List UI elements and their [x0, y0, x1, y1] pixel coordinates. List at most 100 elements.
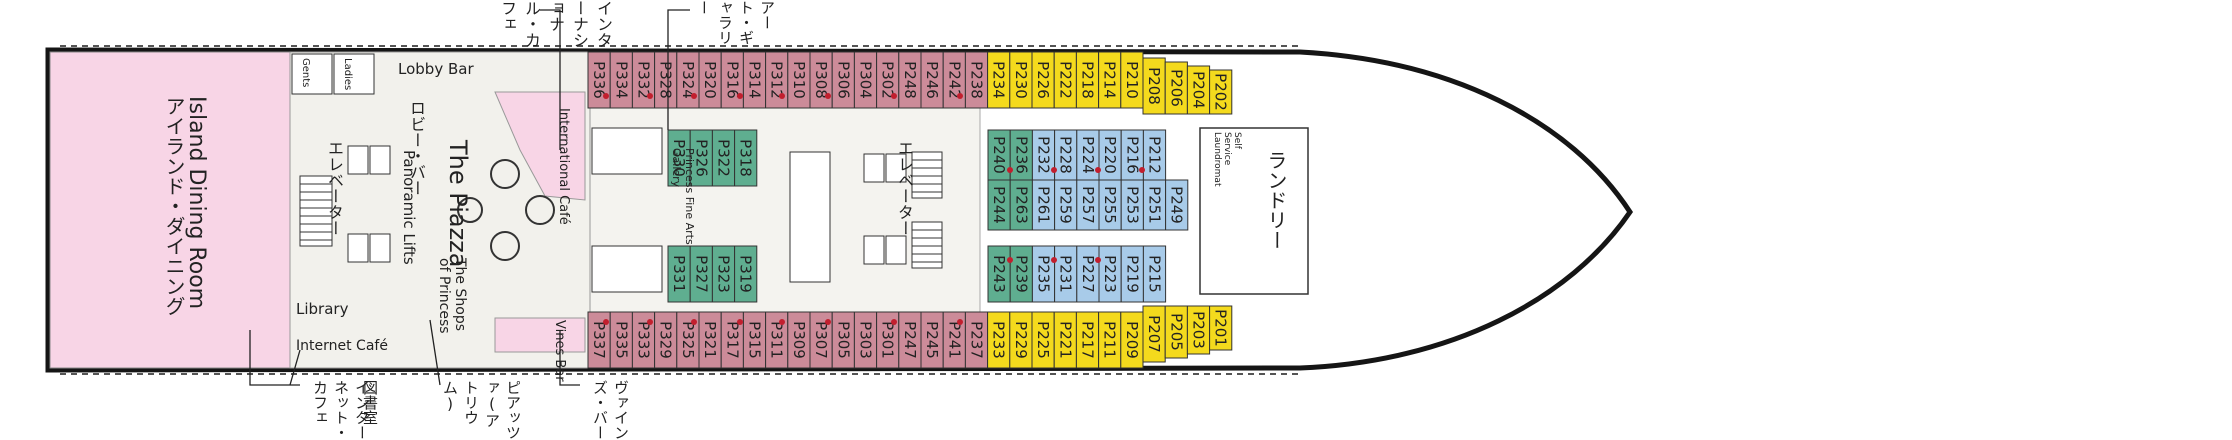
atrium-void-bottom	[591, 245, 663, 293]
cabin-label: P257	[1079, 186, 1097, 224]
cabin-label: P326	[692, 139, 710, 177]
cabin-label: P245	[923, 321, 941, 359]
accessible-cabin-dot	[603, 319, 609, 325]
forward-lifts[interactable]	[863, 153, 907, 265]
shops-label[interactable]: The Shops of Princess	[436, 258, 468, 334]
cabin-label: P221	[1056, 321, 1074, 359]
cabin-P318[interactable]	[734, 129, 758, 187]
elevator-label-aft: エレベーター	[325, 140, 344, 236]
accessible-cabin-dot	[779, 93, 785, 99]
cabin-P215[interactable]	[1142, 245, 1167, 303]
cabin-label: P330	[670, 139, 688, 177]
cabin-label: P333	[635, 321, 653, 359]
cabin-label: P259	[1057, 186, 1075, 224]
cabin-label: P301	[879, 321, 897, 359]
cabin-label: P220	[1101, 136, 1119, 174]
mid-staircase-top	[911, 151, 943, 199]
cabin-P249[interactable]	[1165, 179, 1189, 231]
panoramic-lifts-label[interactable]: Panoramic Lifts	[400, 150, 418, 265]
accessible-cabin-dot	[779, 319, 785, 325]
cabin-label: P207	[1145, 315, 1163, 353]
international-cafe-label[interactable]: International Café	[556, 108, 571, 225]
cabin-label: P255	[1101, 186, 1119, 224]
cabin-label: P208	[1145, 67, 1163, 105]
cabin-label: P219	[1123, 255, 1141, 293]
piazza-label[interactable]: The Piazza	[444, 140, 472, 268]
internet-cafe-label[interactable]: Internet Café	[296, 338, 388, 354]
cabin-label: P217	[1079, 321, 1097, 359]
library-label[interactable]: Library	[296, 300, 349, 318]
accessible-cabin-dot	[1095, 167, 1101, 173]
cabin-label: P225	[1034, 321, 1052, 359]
accessible-cabin-dot	[825, 93, 831, 99]
cabin-label: P318	[737, 139, 755, 177]
cabin-label: P325	[679, 321, 697, 359]
cabin-label: P308	[812, 61, 830, 99]
cabin-label: P321	[701, 321, 719, 359]
cabin-label: P235	[1035, 255, 1053, 293]
cabin-label: P337	[590, 321, 608, 359]
atrium-void-top	[591, 127, 663, 175]
cabin-label: P202	[1212, 73, 1230, 111]
cabin-label: P328	[657, 61, 675, 99]
cabin-label: P336	[590, 61, 608, 99]
cabin-label: P227	[1079, 255, 1097, 293]
cabin-label: P314	[746, 61, 764, 99]
cabin-label: P306	[834, 61, 852, 99]
cabin-label: P229	[1012, 321, 1030, 359]
cabin-label: P234	[990, 61, 1008, 99]
vines-bar-area[interactable]	[494, 317, 586, 353]
cabin-label: P239	[1012, 255, 1030, 293]
cabin-label: P246	[923, 61, 941, 99]
cabin-P202[interactable]	[1209, 69, 1233, 115]
accessible-cabin-dot	[647, 93, 653, 99]
cabin-P319[interactable]	[734, 245, 758, 303]
cabin-label: P206	[1167, 69, 1185, 107]
cabin-label: P305	[834, 321, 852, 359]
accessible-cabin-dot	[1139, 167, 1145, 173]
gallery-void	[789, 151, 831, 283]
dining-room-name-ja: アイランド・ダイニング	[162, 96, 186, 316]
dining-room[interactable]	[49, 51, 291, 369]
cabin-label: P204	[1190, 71, 1208, 109]
cabin-label: P214	[1101, 61, 1119, 99]
vines-bar-label[interactable]: Vines Bar	[552, 320, 567, 382]
cabin-label: P224	[1079, 136, 1097, 174]
callout-vines-bar: ヴァインズ・バー	[591, 380, 630, 440]
cabin-label: P317	[723, 321, 741, 359]
cabin-label: P215	[1146, 255, 1164, 293]
dining-room-name-en: Island Dining Room	[184, 96, 209, 310]
accessible-cabin-dot	[691, 319, 697, 325]
cabin-label: P228	[1057, 136, 1075, 174]
cabin-label: P243	[990, 255, 1008, 293]
cabin-label: P302	[879, 61, 897, 99]
cabin-label: P218	[1079, 61, 1097, 99]
self-service-label: Self Service Laundromat	[1212, 132, 1242, 187]
callout-international-cafe: インターナショナル・カフェ	[498, 0, 613, 48]
cabin-P201[interactable]	[1209, 305, 1233, 351]
cabin-label: P311	[768, 321, 786, 359]
gallery-label[interactable]: Princess Fine Arts Gallery	[670, 148, 696, 245]
cabin-label: P310	[790, 61, 808, 99]
laundry-room[interactable]	[1199, 127, 1309, 295]
cabin-label: P327	[692, 255, 710, 293]
cabin-label: P233	[990, 321, 1008, 359]
ladies-label: Ladies	[342, 58, 353, 91]
cabin-label: P316	[723, 61, 741, 99]
cabin-label: P253	[1123, 186, 1141, 224]
cabin-label: P312	[768, 61, 786, 99]
cabin-label: P205	[1167, 313, 1185, 351]
panoramic-lifts[interactable]	[347, 145, 391, 263]
cabin-label: P210	[1123, 61, 1141, 99]
cabin-label: P315	[746, 321, 764, 359]
gents-room[interactable]	[291, 53, 333, 95]
ladies-room[interactable]	[333, 53, 375, 95]
callout-piazza: ピアッツァ(アトリウム)	[441, 380, 522, 440]
cabin-label: P319	[737, 255, 755, 293]
lobby-bar-label[interactable]: Lobby Bar	[398, 60, 474, 78]
cabin-label: P230	[1012, 61, 1030, 99]
international-cafe-area[interactable]	[494, 91, 586, 201]
cabin-label: P242	[945, 61, 963, 99]
cabin-label: P323	[715, 255, 733, 293]
